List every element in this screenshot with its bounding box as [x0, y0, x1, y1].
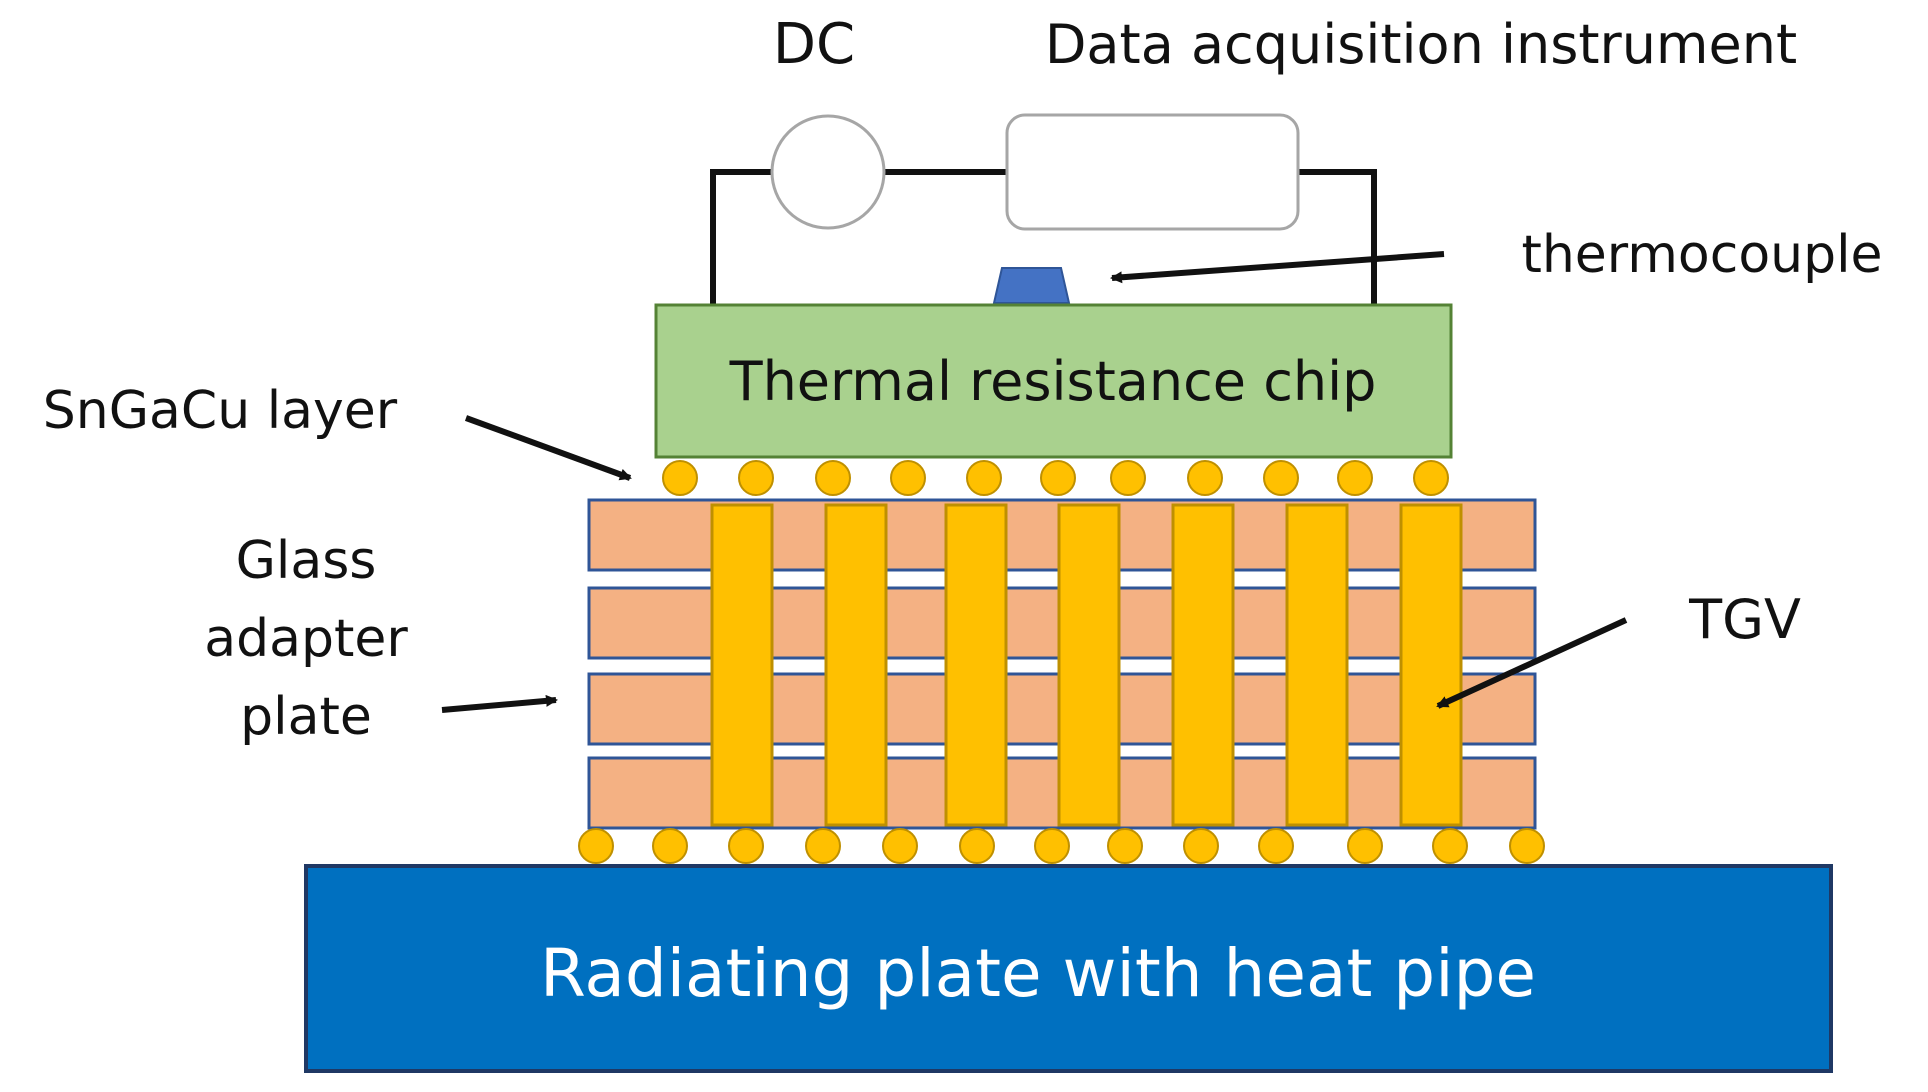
sngacu-arrow	[464, 415, 632, 481]
thermocouple-sensor	[992, 267, 1071, 304]
solder-bump	[1187, 460, 1223, 496]
solder-bump	[578, 828, 614, 864]
solder-bump	[662, 460, 698, 496]
glass-arrow	[441, 694, 558, 713]
solder-bump	[805, 828, 841, 864]
solder-bump	[1432, 828, 1468, 864]
solder-bump	[1034, 828, 1070, 864]
dc-label: DC	[773, 12, 855, 77]
glass-label-line1: Glass	[236, 531, 377, 591]
chip-label: Thermal resistance chip	[729, 350, 1377, 413]
thermal-resistance-chip	[654, 303, 1453, 459]
radiating-plate	[304, 864, 1833, 1073]
tgv-column	[710, 503, 774, 827]
radiating-plate-label: Radiating plate with heat pipe	[540, 935, 1536, 1012]
solder-bump	[1107, 828, 1143, 864]
solder-bump	[1413, 460, 1449, 496]
tgv-column	[1285, 503, 1349, 827]
solder-bump	[1258, 828, 1294, 864]
solder-bump	[1347, 828, 1383, 864]
bottom-solder-bumps	[578, 828, 1545, 864]
tgv-column	[824, 503, 888, 827]
tgv-column	[1399, 503, 1463, 827]
daq-instrument-box	[1005, 113, 1300, 231]
tgv-column	[1171, 503, 1235, 827]
tgv-column	[1057, 503, 1121, 827]
solder-bump	[966, 460, 1002, 496]
dc-source-symbol	[770, 114, 886, 230]
solder-bump	[1110, 460, 1146, 496]
thermocouple-label: thermocouple	[1521, 225, 1882, 285]
solder-bump	[959, 828, 995, 864]
solder-bump	[728, 828, 764, 864]
solder-bump	[652, 828, 688, 864]
solder-bump	[890, 460, 926, 496]
daq-label: Data acquisition instrument	[1045, 13, 1797, 76]
tgv-column	[944, 503, 1008, 827]
left-wire	[710, 169, 772, 310]
solder-bump	[738, 460, 774, 496]
solder-bump	[1337, 460, 1373, 496]
solder-bump	[1509, 828, 1545, 864]
glass-label-line2: adapter	[204, 609, 408, 669]
solder-bump	[882, 828, 918, 864]
solder-bump	[815, 460, 851, 496]
tgv-label: TGV	[1688, 588, 1801, 651]
solder-bump	[1040, 460, 1076, 496]
tgv-arrow	[1436, 617, 1628, 709]
thermocouple-arrow	[1110, 251, 1445, 284]
top-solder-bumps	[662, 460, 1449, 496]
circuit-wires	[710, 169, 1377, 310]
tgv-columns	[710, 503, 1463, 827]
right-wire	[1298, 169, 1377, 310]
glass-label-line3: plate	[240, 687, 372, 747]
sngacu-label: SnGaCu layer	[43, 381, 398, 441]
solder-bump	[1183, 828, 1219, 864]
solder-bump	[1263, 460, 1299, 496]
